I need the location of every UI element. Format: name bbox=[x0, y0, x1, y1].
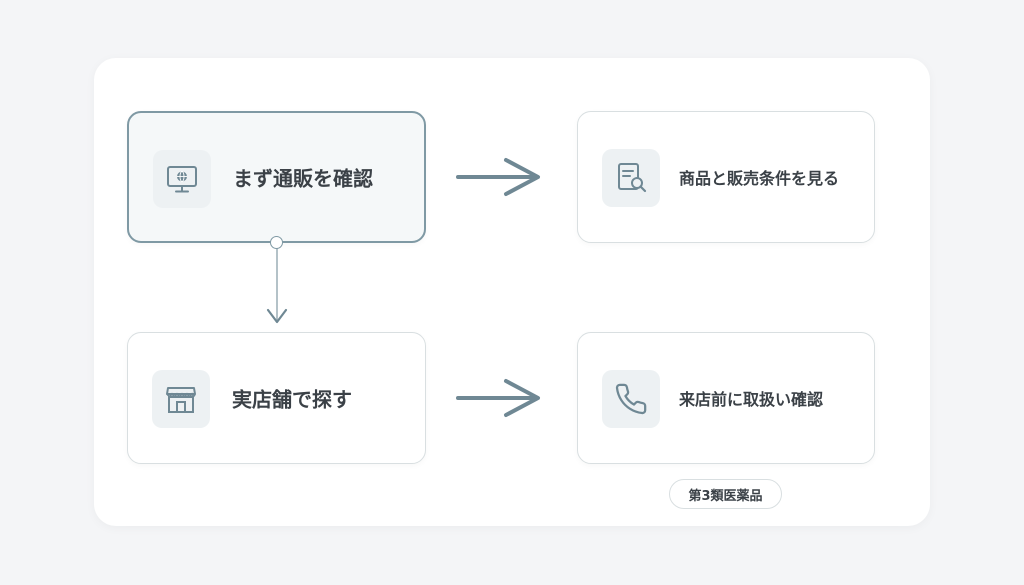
node-label: 商品と販売条件を見る bbox=[679, 169, 840, 188]
category-badge: 第3類医薬品 bbox=[669, 479, 782, 509]
node-online-check[interactable]: まず通販を確認 bbox=[127, 111, 426, 243]
document-search-icon bbox=[618, 163, 647, 193]
node-label: 来店前に取扱い確認 bbox=[679, 390, 824, 409]
storefront-icon bbox=[166, 387, 196, 413]
node-product-terms[interactable]: 商品と販売条件を見る bbox=[577, 111, 875, 243]
icon-box bbox=[152, 370, 210, 428]
node-label: 実店舗で探す bbox=[232, 387, 352, 412]
phone-icon bbox=[615, 383, 647, 415]
node-call-before-visit[interactable]: 来店前に取扱い確認 bbox=[577, 332, 875, 464]
arrow-online-to-store bbox=[266, 248, 288, 324]
icon-box bbox=[602, 149, 660, 207]
node-label: まず通販を確認 bbox=[233, 166, 373, 191]
node-store-search[interactable]: 実店舗で探す bbox=[127, 332, 426, 464]
icon-box bbox=[153, 150, 211, 208]
icon-box bbox=[602, 370, 660, 428]
arrow-store-to-phone bbox=[456, 379, 540, 417]
monitor-globe-icon bbox=[167, 166, 197, 193]
connector-dot bbox=[270, 236, 283, 249]
arrow-online-to-product bbox=[456, 158, 540, 196]
